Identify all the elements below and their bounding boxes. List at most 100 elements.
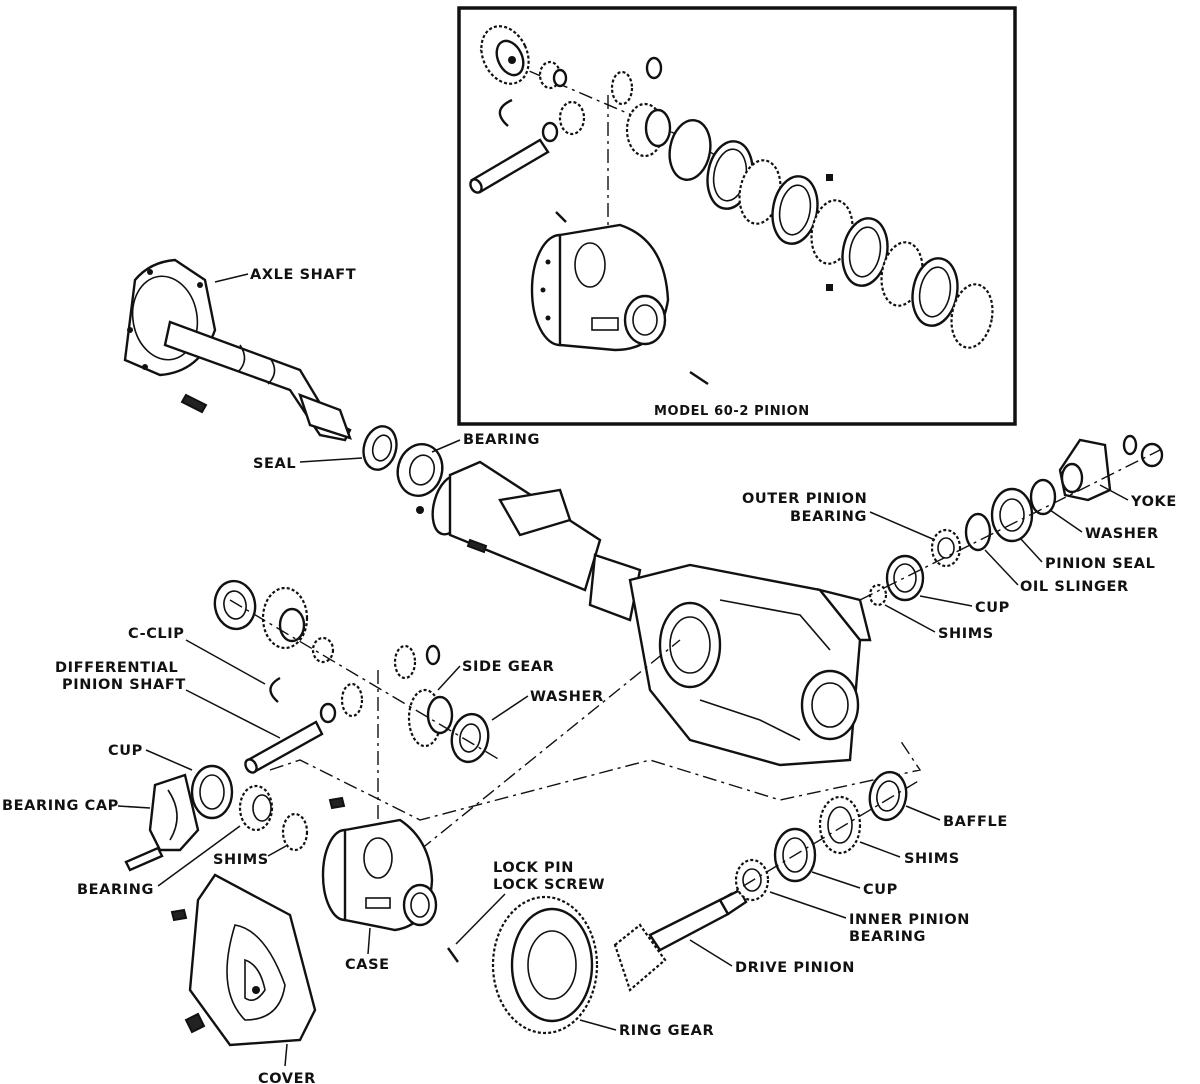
label-ring-gear: RING GEAR — [619, 1023, 714, 1039]
label-cup-right: CUP — [975, 600, 1010, 616]
oil-slinger — [964, 512, 992, 552]
diff-washer-top-inner — [223, 590, 247, 620]
leader-cup-lower — [811, 871, 861, 889]
inset-pinion-gear — [538, 60, 568, 90]
leader-shims-lower — [859, 841, 901, 858]
outer-pinion-bearing — [930, 528, 962, 568]
ring-gear — [491, 895, 599, 1035]
leader-pinion-seal — [1019, 537, 1043, 563]
label-washer-left: WASHER — [530, 689, 604, 705]
inset-c-clip — [498, 98, 513, 127]
leader-case — [367, 927, 371, 955]
leader-drive-pinion — [689, 939, 733, 967]
label-bearing-top: BEARING — [463, 432, 540, 448]
leader-outer-pinion-bearing — [869, 511, 936, 541]
diff-case — [321, 796, 438, 932]
label-outer-pinion-bearing-1: OUTER PINION — [742, 491, 867, 507]
housing-axis — [269, 739, 922, 821]
inset-side-gear — [480, 25, 530, 85]
baffle — [868, 770, 908, 822]
leader-side-gear — [437, 665, 461, 691]
diff-bearing — [238, 784, 274, 832]
leader-baffle — [905, 805, 941, 821]
label-cover: COVER — [258, 1071, 316, 1084]
label-case: CASE — [345, 957, 390, 973]
label-lock-pin-1: LOCK PIN — [493, 860, 574, 876]
leader-cup-left — [145, 749, 193, 771]
label-yoke: YOKE — [1130, 494, 1177, 510]
diff-pinion-gear — [311, 636, 335, 664]
c-clip — [269, 676, 281, 703]
inset-washer — [645, 56, 663, 80]
case-axis — [419, 639, 681, 851]
label-baffle: BAFFLE — [943, 814, 1008, 830]
seal — [362, 425, 398, 471]
label-pinion-seal: PINION SEAL — [1045, 556, 1155, 572]
leader-washer-left — [491, 695, 529, 721]
cup-right — [885, 554, 925, 602]
label-c-clip: C-CLIP — [128, 626, 185, 642]
axle-housing — [628, 563, 872, 767]
cover — [170, 873, 317, 1047]
label-inner-pinion-bearing-2: BEARING — [849, 929, 926, 945]
yoke-washer — [1122, 434, 1138, 456]
washer-left — [450, 712, 490, 764]
inset-case — [530, 211, 709, 385]
diff-small-washer — [319, 702, 337, 724]
diff-washer-small-top — [425, 644, 441, 666]
leader-bearing-top — [431, 439, 461, 453]
leader-bearing-cap — [117, 805, 151, 809]
inset-clutch-pack — [668, 119, 994, 349]
label-diff-pinion-shaft-2: PINION SHAFT — [62, 677, 186, 693]
label-axle-shaft: AXLE SHAFT — [250, 267, 356, 283]
leader-cup-right — [919, 595, 973, 607]
side-gear — [407, 688, 454, 748]
leader-shims-right — [884, 604, 936, 633]
leader-seal — [299, 457, 363, 463]
pinion-seal — [990, 487, 1034, 543]
bearing-cap — [124, 773, 200, 872]
label-cup-lower: CUP — [863, 882, 898, 898]
leader-axle-shaft — [214, 273, 249, 283]
diff-axis — [229, 599, 501, 761]
diff-pinion-gear-2 — [340, 682, 364, 718]
diff-pinion-shaft — [244, 720, 324, 774]
leader-bearing-left — [157, 825, 241, 887]
label-side-gear: SIDE GEAR — [462, 659, 554, 675]
leader-washer-right — [1049, 509, 1083, 533]
leader-cover — [284, 1043, 288, 1067]
leader-lock-pin — [455, 893, 506, 945]
inset-gear-b — [558, 100, 586, 136]
leader-shims-left — [267, 845, 287, 857]
pinion-axis — [859, 449, 1161, 601]
lock-pin — [447, 947, 459, 963]
inset-small-washer — [541, 121, 559, 143]
yoke-nut — [1140, 442, 1164, 468]
label-washer-right: WASHER — [1085, 526, 1159, 542]
leader-inner-pinion-bearing — [769, 891, 847, 919]
label-bearing-left: BEARING — [77, 882, 154, 898]
inset-pinion-shaft — [469, 138, 550, 194]
diff-washer-top — [213, 579, 257, 631]
drive-pinion-axis — [719, 779, 921, 901]
label-cup-left: CUP — [108, 743, 143, 759]
inset-side-gear-right — [625, 102, 672, 158]
leader-oil-slinger — [984, 549, 1019, 586]
shims-right — [868, 583, 888, 607]
leader-ring-gear — [579, 1019, 617, 1031]
label-seal: SEAL — [253, 456, 296, 472]
leader-yoke — [1099, 484, 1129, 501]
label-shims-right: SHIMS — [938, 626, 994, 642]
leader-diff-pinion-shaft — [185, 689, 281, 739]
inset-title: MODEL 60-2 PINION — [654, 404, 810, 419]
drive-pinion — [613, 888, 748, 992]
diff-pinion-gear-3 — [393, 644, 417, 680]
axle-shaft — [123, 258, 352, 442]
label-diff-pinion-shaft-1: DIFFERENTIAL — [55, 660, 178, 676]
label-inner-pinion-bearing-1: INNER PINION — [849, 912, 970, 928]
diff-side-gear-left — [261, 586, 309, 650]
label-lock-pin-2: LOCK SCREW — [493, 877, 605, 893]
shims-lower — [818, 795, 862, 855]
inset-model-60-2: MODEL 60-2 PINION — [457, 6, 1017, 426]
